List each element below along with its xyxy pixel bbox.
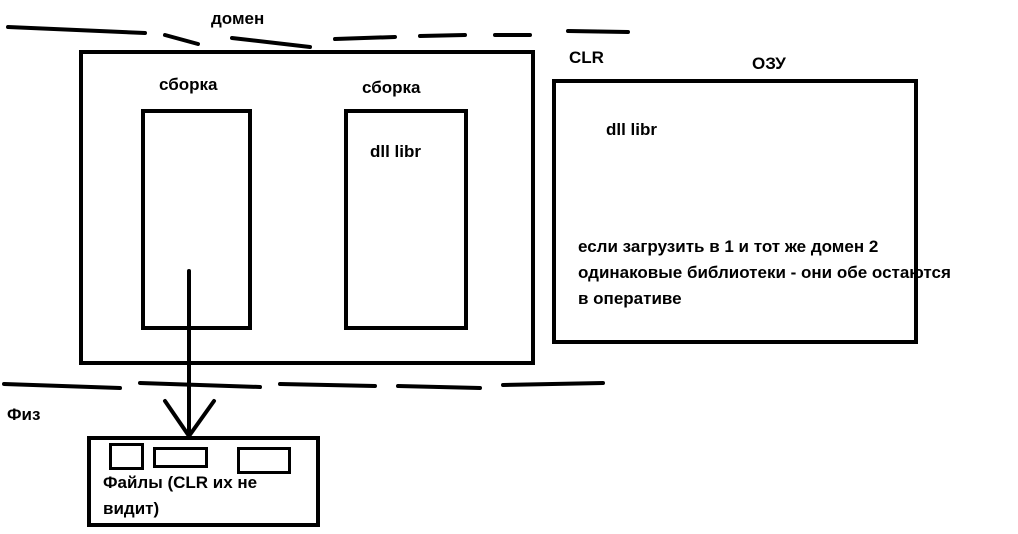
ram-note-line: если загрузить в 1 и тот же домен 2	[578, 237, 879, 256]
files-label-line: видит)	[103, 499, 160, 518]
assembly-box-right	[344, 109, 468, 330]
ram-note-line: в оперативе	[578, 289, 682, 308]
ram-box	[552, 79, 918, 344]
ram-note-line: одинаковые библиотеки - они обе остаются	[578, 263, 951, 282]
domain-label: домен	[211, 9, 265, 28]
files-label-line: Файлы (CLR их не	[103, 473, 258, 492]
physical-boundary-dash	[138, 381, 262, 389]
file-icon	[109, 443, 144, 470]
dll-label-assembly: dll libr	[370, 142, 421, 161]
domain-boundary-dash	[566, 29, 630, 34]
assembly-label-left: сборка	[159, 75, 218, 94]
domain-boundary-dash	[6, 25, 147, 35]
domain-box	[79, 50, 535, 365]
physical-boundary-dash	[2, 382, 122, 390]
file-icon	[153, 447, 208, 468]
files-box	[87, 436, 320, 527]
physical-boundary-dash	[396, 384, 482, 390]
domain-boundary-dash	[418, 33, 467, 38]
assembly-box-left	[141, 109, 252, 330]
assembly-label-right: сборка	[362, 78, 421, 97]
physical-boundary-dash	[501, 381, 605, 387]
dll-label-ram: dll libr	[606, 120, 657, 139]
ram-label: ОЗУ	[752, 54, 786, 73]
domain-boundary-dash	[230, 36, 312, 49]
domain-boundary-dash	[163, 33, 200, 46]
physical-label: Физ	[7, 405, 41, 424]
file-icon	[237, 447, 291, 474]
domain-boundary-dash	[333, 35, 397, 41]
clr-label: CLR	[569, 48, 604, 67]
physical-boundary-dash	[278, 382, 377, 388]
